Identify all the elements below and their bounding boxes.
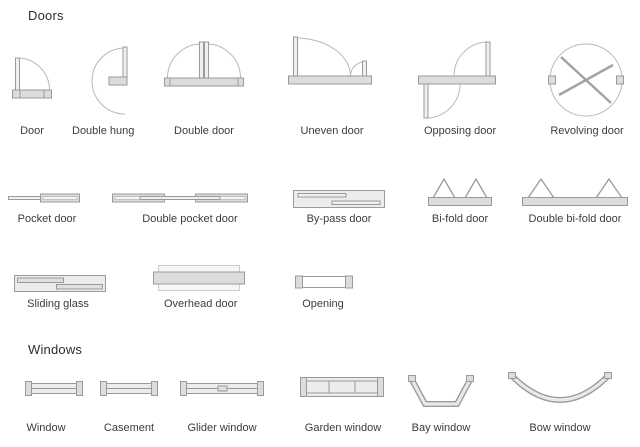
pocket-door-icon <box>8 193 80 203</box>
stencil-item-bow-window[interactable] <box>508 372 612 410</box>
section-title-windows: Windows <box>28 342 83 357</box>
label-opening: Opening <box>302 298 344 310</box>
label-double-hung: Double hung <box>72 125 135 137</box>
uneven-door-icon <box>288 36 372 85</box>
bay-window-icon <box>408 375 474 407</box>
stencil-item-window[interactable] <box>25 381 83 396</box>
stencil-item-by-pass-door[interactable] <box>293 190 385 208</box>
label-overhead-door: Overhead door <box>164 298 238 310</box>
label-opposing-door: Opposing door <box>424 125 497 137</box>
stencil-item-double-door[interactable] <box>164 40 244 90</box>
stencil-item-garden-window[interactable] <box>300 377 384 397</box>
stencil-item-sliding-glass[interactable] <box>14 275 106 292</box>
double-bi-fold-door-icon <box>522 177 628 206</box>
stencil-item-double-hung[interactable] <box>82 44 132 118</box>
label-sliding-glass: Sliding glass <box>27 298 89 310</box>
stencil-item-revolving-door[interactable] <box>548 42 624 118</box>
single-swing-door-icon <box>12 57 52 99</box>
stencil-item-pocket-door[interactable] <box>8 192 80 204</box>
label-by-pass-door: By-pass door <box>306 213 372 225</box>
by-pass-door-icon <box>293 190 385 208</box>
stencil-item-bi-fold-door[interactable] <box>428 176 492 206</box>
label-pocket-door: Pocket door <box>17 213 77 225</box>
label-double-bi-fold-door: Double bi-fold door <box>528 213 622 225</box>
bow-window-icon <box>508 372 612 403</box>
label-double-pocket-door: Double pocket door <box>142 213 238 225</box>
bi-fold-door-icon <box>428 177 492 206</box>
glider-window-icon <box>180 381 264 396</box>
opposing-door-icon <box>418 41 496 119</box>
stencil-item-uneven-door[interactable] <box>288 36 372 86</box>
stencil-item-door[interactable] <box>12 56 52 100</box>
label-bow-window: Bow window <box>529 422 591 434</box>
label-door: Door <box>20 125 44 137</box>
label-casement: Casement <box>103 422 155 434</box>
double-pocket-door-icon <box>112 193 248 203</box>
stencil-item-opposing-door[interactable] <box>418 40 496 120</box>
garden-window-icon <box>300 377 384 397</box>
label-window: Window <box>26 422 66 434</box>
stencil-item-casement[interactable] <box>100 381 158 396</box>
label-revolving-door: Revolving door <box>550 125 624 137</box>
stencil-item-double-pocket-door[interactable] <box>112 192 248 204</box>
stencil-item-bay-window[interactable] <box>408 375 474 411</box>
overhead-door-icon <box>153 265 245 291</box>
opening-icon <box>295 275 353 289</box>
casement-window-icon <box>100 381 158 396</box>
double-door-icon <box>164 41 244 87</box>
section-title-doors: Doors <box>28 8 64 23</box>
label-uneven-door: Uneven door <box>300 125 364 137</box>
label-bay-window: Bay window <box>411 422 471 434</box>
label-bi-fold-door: Bi-fold door <box>431 213 489 225</box>
label-garden-window: Garden window <box>304 422 382 434</box>
label-double-door: Double door <box>174 125 234 137</box>
stencil-item-overhead-door[interactable] <box>153 264 245 292</box>
revolving-door-icon <box>548 43 624 117</box>
stencil-item-glider-window[interactable] <box>180 381 264 396</box>
stencil-item-double-bi-fold-door[interactable] <box>522 176 628 206</box>
sliding-glass-door-icon <box>14 275 106 292</box>
window-icon <box>25 381 83 396</box>
stencil-item-opening[interactable] <box>295 274 353 290</box>
double-hung-door-icon <box>91 46 128 115</box>
label-glider-window: Glider window <box>187 422 257 434</box>
